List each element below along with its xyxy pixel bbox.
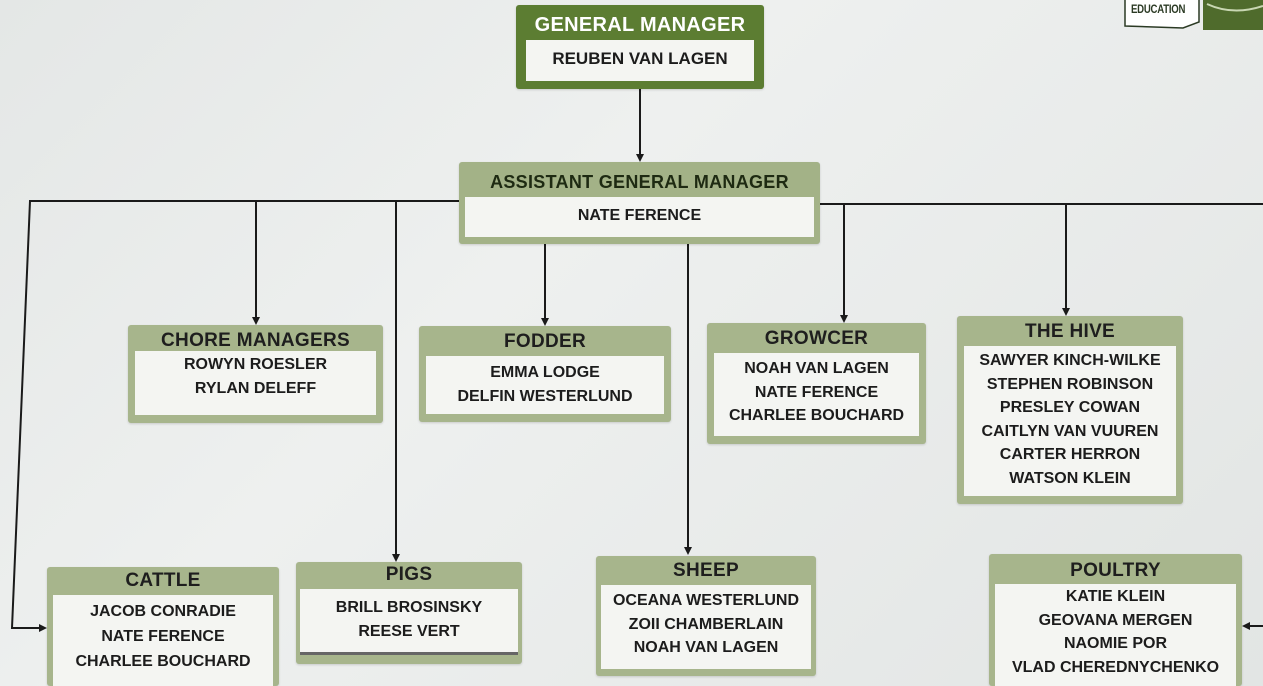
the-hive-name: WATSON KLEIN	[1009, 469, 1131, 487]
the-hive-name: CAITLYN VAN VUUREN	[981, 422, 1159, 440]
pigs-name: BRILL BROSINSKY	[335, 599, 483, 616]
general-manager-title: GENERAL MANAGER	[534, 14, 746, 36]
poultry-box: POULTRY KATIE KLEIN GEOVANA MERGEN NAOMI…	[989, 554, 1242, 686]
sheep-name: ZOII CHAMBERLAIN	[628, 615, 784, 633]
the-hive-name: PRESLEY COWAN	[999, 399, 1141, 416]
the-hive-name: CARTER HERRON	[999, 446, 1141, 463]
connector-left-bus	[10, 200, 460, 632]
chore-managers-name: ROWYN ROESLER	[183, 356, 328, 373]
poultry-title: POULTRY	[1070, 560, 1161, 581]
fodder-names: EMMA LODGE DELFIN WESTERLUND	[426, 356, 664, 414]
cattle-title: CATTLE	[125, 570, 201, 591]
fodder-title: FODDER	[503, 331, 587, 352]
pigs-title: PIGS	[385, 564, 433, 585]
sheep-name: NOAH VAN LAGEN	[633, 639, 779, 656]
the-hive-box: THE HIVE SAWYER KINCH-WILKE STEPHEN ROBI…	[957, 316, 1183, 504]
sheep-box: SHEEP OCEANA WESTERLUND ZOII CHAMBERLAIN…	[596, 556, 816, 676]
fodder-name: EMMA LODGE	[490, 364, 600, 381]
pigs-name: REESE VERT	[358, 622, 460, 640]
pigs-box: PIGS BRILL BROSINSKY REESE VERT	[296, 562, 522, 664]
growcer-name: CHARLEE BOUCHARD	[728, 407, 905, 424]
assistant-gm-title: ASSISTANT GENERAL MANAGER	[490, 172, 789, 192]
cattle-box: CATTLE JACOB CONRADIE NATE FERENCE CHARL…	[47, 567, 279, 686]
growcer-name: NOAH VAN LAGEN	[744, 360, 889, 377]
sheep-names: OCEANA WESTERLUND ZOII CHAMBERLAIN NOAH …	[601, 585, 811, 669]
growcer-title: GROWCER	[764, 328, 869, 349]
general-manager-name: REUBEN VAN LAGEN	[552, 49, 728, 68]
growcer-box: GROWCER NOAH VAN LAGEN NATE FERENCE CHAR…	[707, 323, 926, 444]
sheep-name: OCEANA WESTERLUND	[612, 592, 800, 609]
growcer-name: NATE FERENCE	[754, 383, 879, 401]
general-manager-names: REUBEN VAN LAGEN	[526, 40, 754, 81]
cattle-name: JACOB CONRADIE	[90, 603, 236, 620]
cattle-name: NATE FERENCE	[101, 628, 225, 645]
pigs-names: BRILL BROSINSKY REESE VERT	[300, 589, 518, 655]
fodder-box: FODDER EMMA LODGE DELFIN WESTERLUND	[419, 326, 671, 422]
the-hive-title: THE HIVE	[1024, 321, 1116, 342]
cattle-name: CHARLEE BOUCHARD	[75, 653, 251, 670]
assistant-gm-names: NATE FERENCE	[465, 197, 814, 237]
growcer-names: NOAH VAN LAGEN NATE FERENCE CHARLEE BOUC…	[714, 353, 919, 436]
poultry-names: KATIE KLEIN GEOVANA MERGEN NAOMIE POR VL…	[995, 584, 1236, 686]
chore-managers-title: CHORE MANAGERS	[161, 330, 350, 351]
the-hive-name: SAWYER KINCH-WILKE	[979, 352, 1161, 369]
poultry-name: VLAD CHEREDNYCHENKO	[1011, 658, 1220, 676]
logo-text: EDUCATION	[1131, 2, 1186, 16]
poultry-name: NAOMIE POR	[1063, 635, 1168, 652]
cattle-names: JACOB CONRADIE NATE FERENCE CHARLEE BOUC…	[53, 595, 273, 686]
general-manager-box: GENERAL MANAGER REUBEN VAN LAGEN	[516, 5, 764, 89]
chore-managers-names: ROWYN ROESLER RYLAN DELEFF	[135, 351, 376, 415]
chore-managers-box: CHORE MANAGERS ROWYN ROESLER RYLAN DELEF…	[128, 325, 383, 423]
poultry-name: KATIE KLEIN	[1065, 588, 1166, 605]
the-hive-name: STEPHEN ROBINSON	[986, 375, 1154, 393]
assistant-gm-box: ASSISTANT GENERAL MANAGER NATE FERENCE	[459, 162, 820, 244]
sheep-title: SHEEP	[673, 560, 739, 581]
the-hive-names: SAWYER KINCH-WILKE STEPHEN ROBINSON PRES…	[964, 346, 1176, 496]
fodder-name: DELFIN WESTERLUND	[457, 387, 633, 405]
assistant-gm-name: NATE FERENCE	[577, 207, 702, 224]
poultry-name: GEOVANA MERGEN	[1038, 611, 1193, 629]
chore-managers-name: RYLAN DELEFF	[194, 379, 317, 397]
education-logo: EDUCATION	[1123, 0, 1263, 30]
